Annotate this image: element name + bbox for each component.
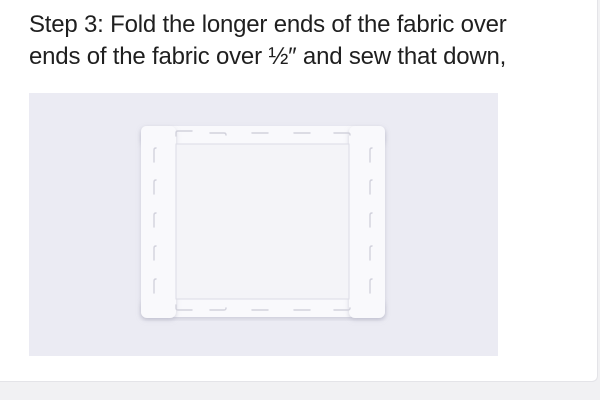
step-instruction-line-2: ends of the fabric over ½″ and sew that … — [29, 43, 507, 70]
stitch-marks-right — [369, 147, 373, 294]
stitch-marks-left — [153, 147, 157, 294]
fabric-inner-area — [175, 143, 350, 300]
fabric-top-hem — [141, 126, 385, 144]
step-instruction-text: Step 3: Fold the longer ends of the fabr… — [29, 9, 597, 73]
stitch-marks-bottom — [175, 304, 351, 311]
step-instruction-line-1: Step 3: Fold the longer ends of the fabr… — [29, 11, 507, 38]
instruction-card: Step 3: Fold the longer ends of the fabr… — [0, 0, 598, 382]
fabric-bottom-hem — [141, 299, 385, 317]
fabric-illustration — [29, 93, 498, 356]
stitch-marks-top — [175, 130, 351, 137]
fabric-diagram — [141, 126, 385, 318]
fabric-right-side — [349, 126, 385, 318]
fabric-left-side — [141, 126, 176, 318]
